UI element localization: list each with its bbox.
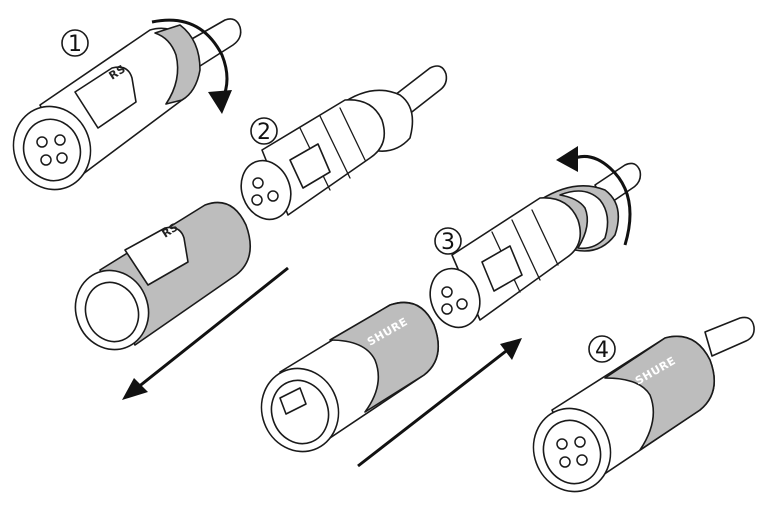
latch-tab bbox=[124, 226, 189, 286]
shell-key bbox=[279, 387, 307, 415]
pin-hole bbox=[559, 456, 571, 468]
pull-apart-arrow bbox=[131, 266, 289, 394]
socket-insert bbox=[22, 118, 82, 182]
step-label-3: 3 bbox=[441, 230, 455, 255]
pin-hole bbox=[576, 454, 588, 466]
step-label-4: 4 bbox=[595, 338, 609, 363]
cable bbox=[704, 316, 755, 357]
rotate-counterclockwise-arrow bbox=[569, 154, 632, 246]
step-marker-3 bbox=[434, 227, 462, 255]
arrow-head bbox=[122, 378, 148, 400]
step-marker-1 bbox=[61, 29, 89, 57]
arrow-head bbox=[500, 338, 522, 360]
step-label-1: 1 bbox=[68, 32, 82, 57]
connector-step-3: 3 SHURE bbox=[260, 146, 642, 468]
pin-hole bbox=[441, 303, 453, 315]
logo-band bbox=[329, 301, 440, 413]
grip-band bbox=[154, 24, 201, 105]
pin-hole bbox=[251, 194, 263, 206]
connector-step-2: 2 RS bbox=[74, 65, 448, 400]
pin-hole bbox=[456, 298, 468, 310]
insert-clip bbox=[481, 245, 523, 292]
pin-hole bbox=[252, 177, 264, 189]
latch-tab bbox=[74, 66, 137, 129]
pin-hole bbox=[267, 190, 279, 202]
step-marker-4 bbox=[588, 335, 616, 363]
pin-hole bbox=[36, 136, 48, 148]
connector-step-1: RS 1 bbox=[12, 18, 242, 191]
pin-hole bbox=[574, 436, 586, 448]
pin-hole bbox=[556, 438, 568, 450]
shell-inner bbox=[84, 281, 140, 343]
rotate-clockwise-arrow bbox=[151, 18, 229, 101]
rear-collar bbox=[559, 190, 609, 250]
step-marker-2 bbox=[250, 117, 278, 145]
socket-insert bbox=[542, 419, 602, 485]
logo-band bbox=[604, 335, 716, 451]
arrow-head bbox=[556, 146, 578, 172]
pin-hole bbox=[56, 152, 68, 164]
step-label-2: 2 bbox=[257, 120, 271, 145]
push-together-arrow bbox=[357, 346, 511, 468]
front-face bbox=[240, 159, 292, 221]
pin-hole bbox=[54, 134, 66, 146]
connector-step-4: SHURE 4 bbox=[532, 316, 755, 493]
pin-hole bbox=[40, 154, 52, 166]
pin-hole bbox=[441, 286, 453, 298]
arrow-head bbox=[208, 90, 232, 114]
insert-clip bbox=[289, 143, 331, 189]
